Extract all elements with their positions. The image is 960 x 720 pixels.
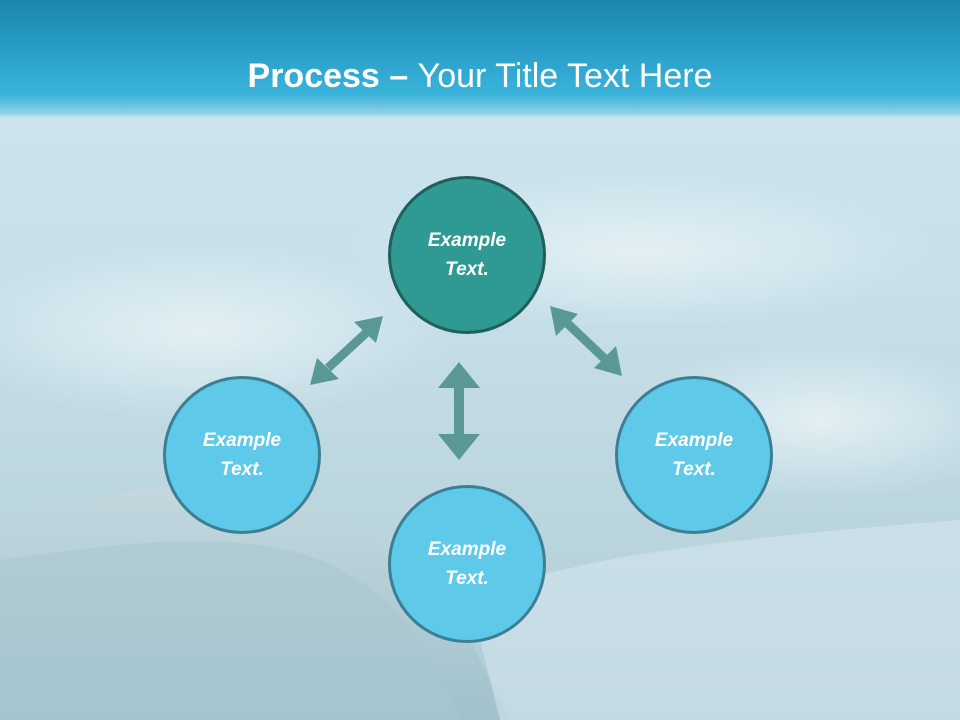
node-right-line1: Example (654, 430, 734, 451)
title-bar (0, 0, 960, 118)
double-arrow-right-icon (550, 306, 622, 376)
node-bottom-line2: Text. (445, 568, 489, 589)
double-arrow-left-icon (310, 316, 383, 385)
title-rest: Your Title Text Here (417, 57, 713, 95)
node-top-line2: Text. (445, 259, 489, 280)
node-left-line2: Text. (220, 459, 264, 480)
title-dash: – (379, 57, 418, 95)
double-arrow-vertical-icon (438, 362, 480, 460)
node-top-line1: Example (427, 230, 507, 251)
title-bold-part: Process (247, 57, 380, 95)
node-bottom-line1: Example (427, 539, 507, 560)
node-right-line2: Text. (672, 459, 716, 480)
slide-title: Process – Your Title Text Here (0, 50, 960, 102)
node-left-line1: Example (202, 430, 282, 451)
